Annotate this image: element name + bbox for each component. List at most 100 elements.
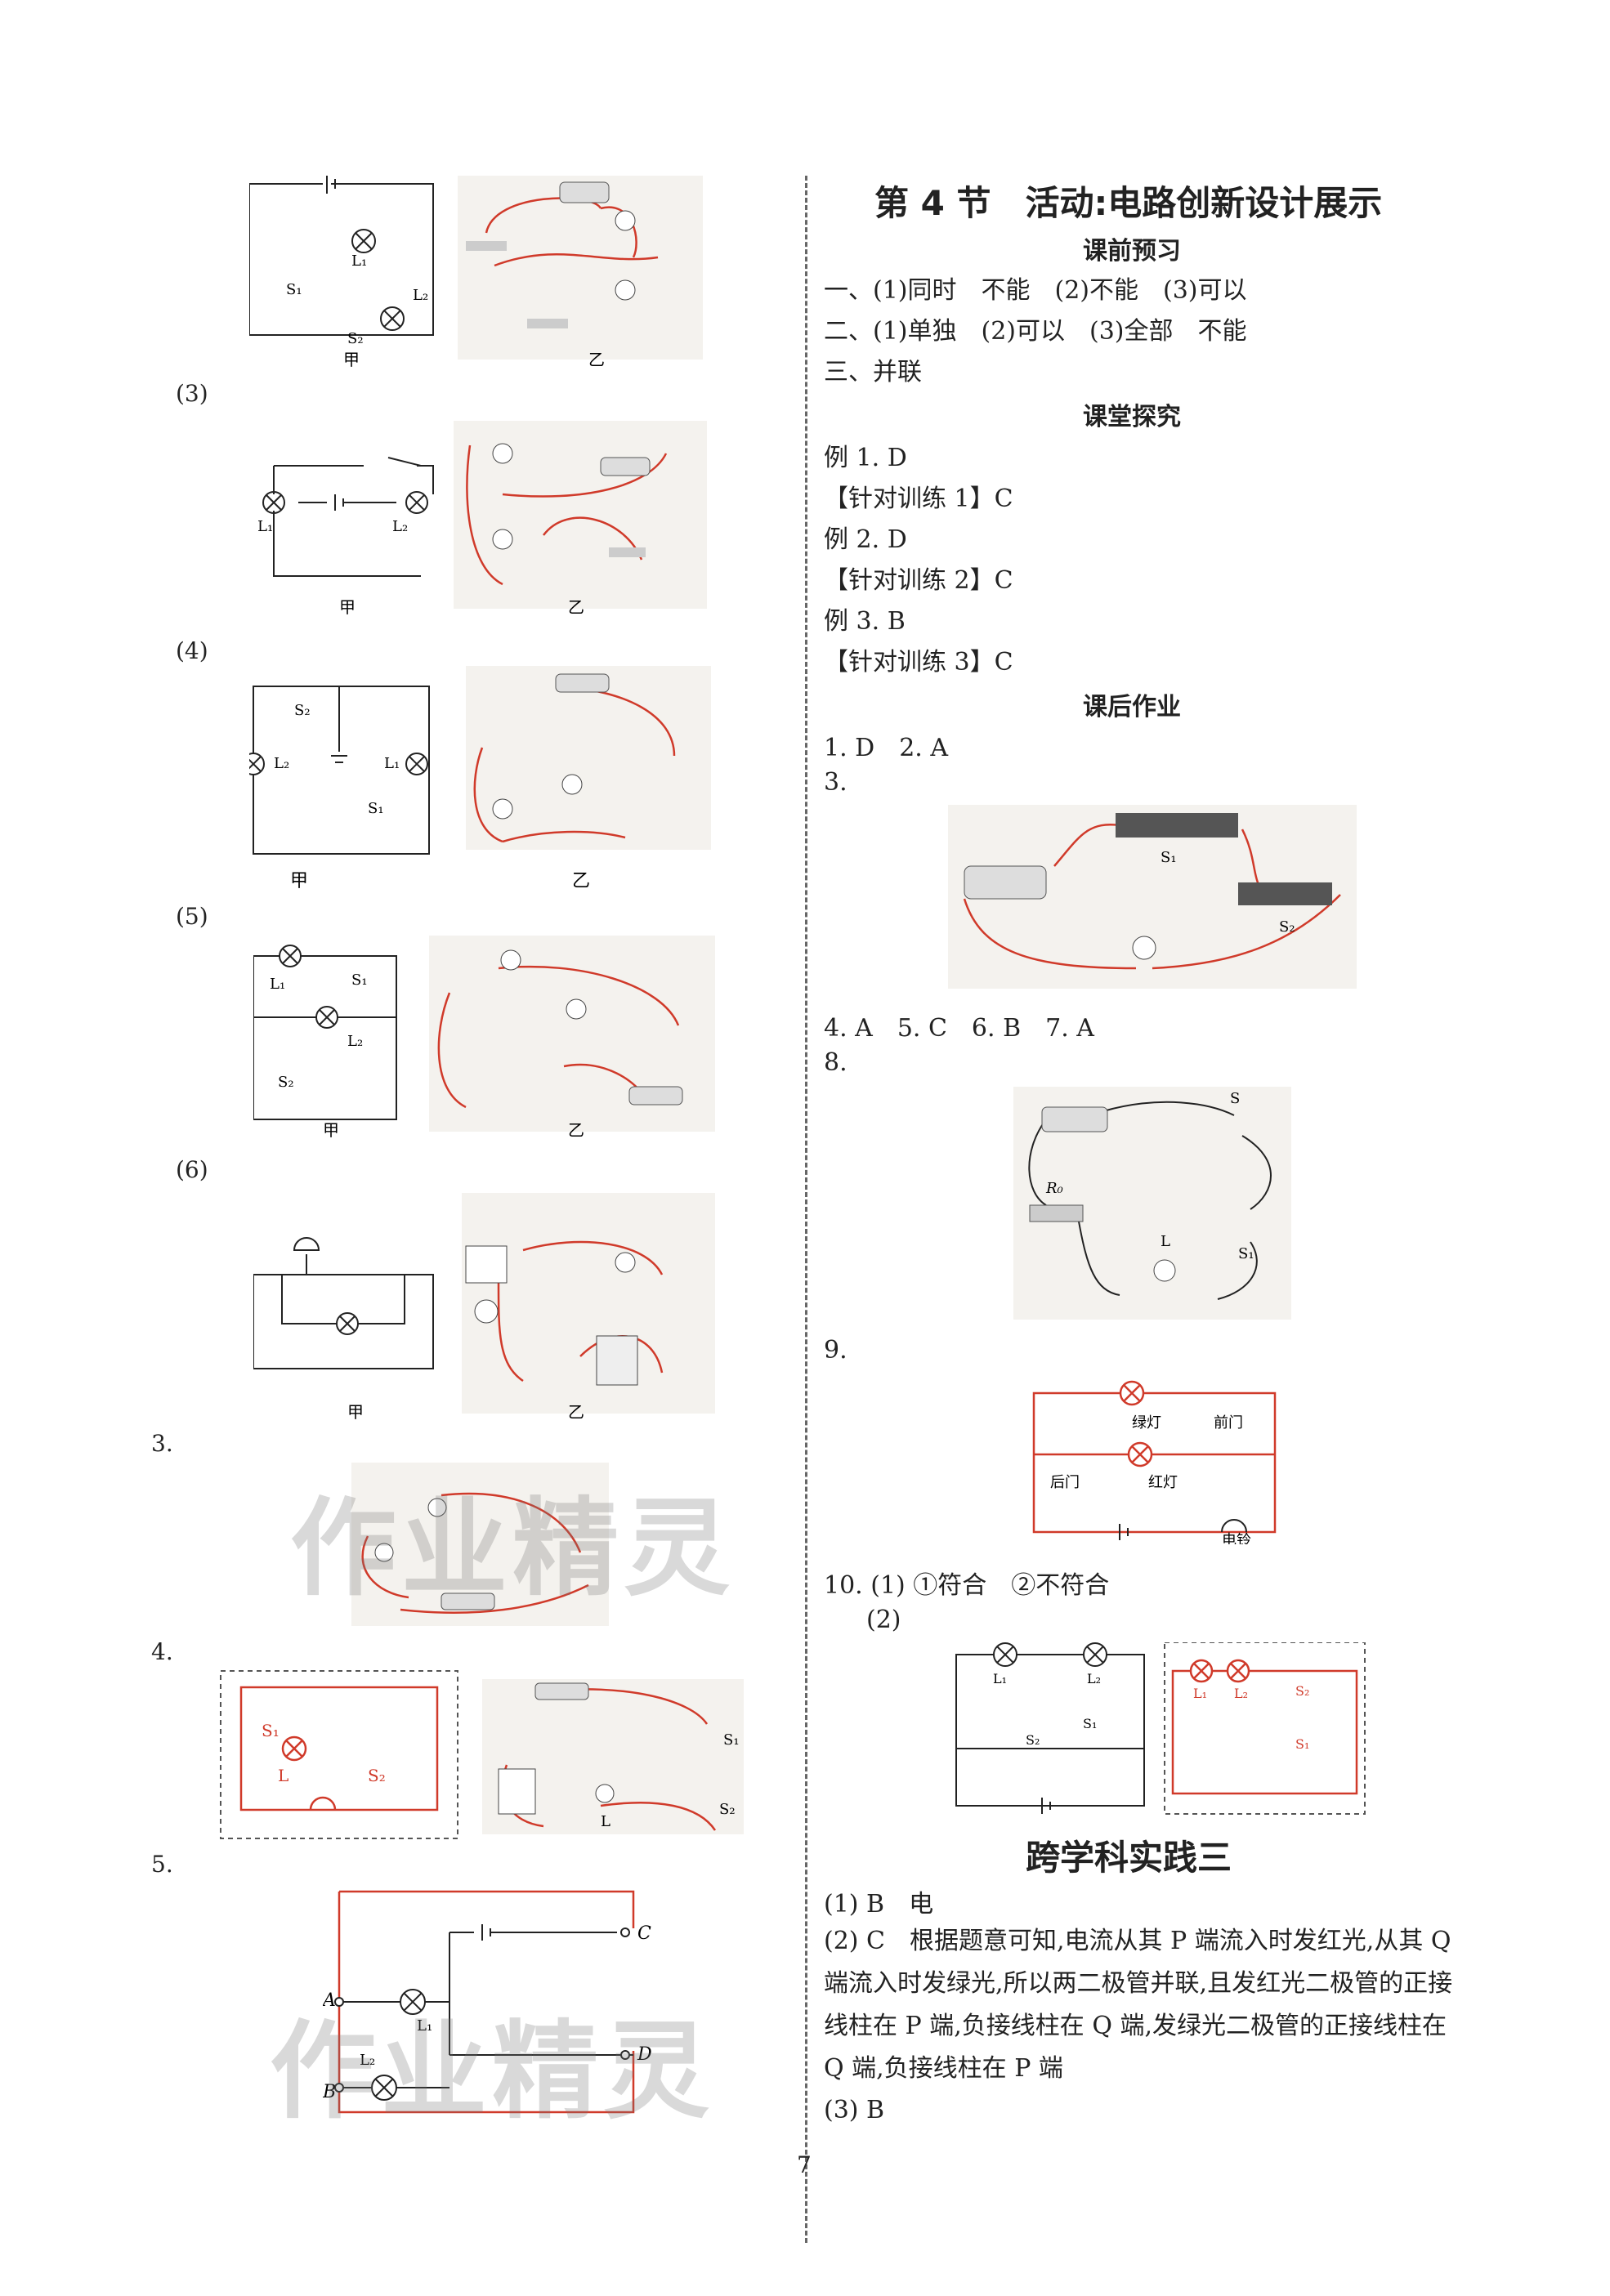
homework-line-2: 4. A 5. C 6. B 7. A <box>824 1014 1094 1043</box>
label-red-light: 红灯 <box>1148 1474 1178 1491</box>
svg-text:乙: 乙 <box>568 1120 584 1140</box>
svg-text:乙: 乙 <box>572 871 590 891</box>
item-label-n5: 5. <box>151 1851 173 1878</box>
svg-text:S₁: S₁ <box>351 972 368 989</box>
heading-homework: 课后作业 <box>1083 693 1181 721</box>
svg-text:甲: 甲 <box>339 597 356 617</box>
terminal-a: A <box>323 1990 336 2011</box>
svg-text:S₂: S₂ <box>719 1801 736 1818</box>
label-r0: R₀ <box>1045 1180 1063 1197</box>
svg-text:L₂: L₂ <box>1234 1686 1248 1701</box>
explore-line: 例 2. D <box>824 525 907 554</box>
label-back-door: 后门 <box>1050 1474 1080 1491</box>
svg-text:S₂: S₂ <box>1295 1683 1309 1699</box>
svg-text:S₂: S₂ <box>368 1766 386 1785</box>
svg-text:S₁: S₁ <box>368 800 384 817</box>
item-label-3: (3) <box>176 380 208 407</box>
svg-text:C: C <box>637 1923 651 1944</box>
watermark-bottom: 作业精灵 <box>270 2009 715 2133</box>
figure-3-circuit: L₁ L₂ 甲 乙 <box>257 421 707 617</box>
figure-homework-8: R₀ S S₁ L <box>1013 1087 1291 1320</box>
svg-text:L₂: L₂ <box>274 755 289 772</box>
svg-text:S₂: S₂ <box>294 702 311 719</box>
preview-line: 三、并联 <box>824 358 922 386</box>
svg-text:S₁: S₁ <box>1161 849 1177 866</box>
svg-text:L: L <box>1161 1233 1170 1250</box>
svg-text:D: D <box>637 2044 652 2065</box>
homework-q9: 9. <box>824 1336 847 1365</box>
practice-a2: (2) C 根据题意可知,电流从其 P 端流入时发红光,从其 Q 端流入时发绿光… <box>824 1927 1453 2083</box>
watermark-top: 作业精灵 <box>290 1486 736 1610</box>
svg-text:L₂: L₂ <box>1087 1671 1101 1686</box>
practice-a1: (1) B 电 <box>824 1890 934 1919</box>
figure-5-circuit: L₁ S₁ L₂ S₂ 甲 乙 <box>253 936 715 1140</box>
svg-text:甲: 甲 <box>290 871 308 891</box>
preview-line: 一、(1)同时 不能 (2)不能 (3)可以 <box>824 276 1247 305</box>
explore-line: 【针对训练 3】C <box>824 648 1013 677</box>
practice-a3: (3) B <box>824 2096 885 2124</box>
svg-text:L₁: L₁ <box>417 2017 432 2035</box>
svg-text:S₁: S₁ <box>1083 1716 1097 1731</box>
svg-text:L₁: L₁ <box>993 1671 1007 1686</box>
page-number: 7 <box>797 2151 812 2178</box>
label-green-light: 绿灯 <box>1132 1414 1161 1432</box>
svg-text:S₁: S₁ <box>723 1731 740 1749</box>
heading-preview: 课前预习 <box>1083 237 1181 266</box>
svg-text:L₂: L₂ <box>360 2052 375 2069</box>
svg-text:B: B <box>323 2082 336 2102</box>
figure-homework-3: S₁ S₂ <box>948 805 1357 989</box>
svg-text:L₁: L₁ <box>384 755 400 772</box>
svg-text:乙: 乙 <box>588 350 605 369</box>
homework-line-1: 1. D 2. A <box>824 734 949 762</box>
svg-text:S₂: S₂ <box>278 1074 294 1091</box>
figure-4-circuit: S₂ L₂ L₁ S₁ 甲 乙 <box>249 666 711 891</box>
explore-line: 【针对训练 2】C <box>824 566 1013 595</box>
label-l1: L₁ <box>351 252 367 270</box>
figure-top-circuit: L₁ S₁ S₂ L₂ 甲 乙 <box>249 176 703 369</box>
item-label-6: (6) <box>176 1156 208 1183</box>
homework-q3: 3. <box>824 768 847 797</box>
label-front-door: 前门 <box>1214 1414 1243 1432</box>
tag-jia: 甲 <box>343 350 360 369</box>
svg-text:L₁: L₁ <box>270 976 285 993</box>
svg-text:S₁: S₁ <box>1295 1736 1309 1752</box>
svg-text:L₂: L₂ <box>347 1033 363 1050</box>
item-label-4: (4) <box>176 637 208 664</box>
figure-q5-circuit: A B C D L₁ L₂ <box>323 1890 652 2114</box>
svg-text:L₂: L₂ <box>413 287 428 304</box>
svg-text:S₁: S₁ <box>1238 1245 1254 1262</box>
explore-line: 【针对训练 1】C <box>824 485 1013 513</box>
homework-q10b: (2) <box>866 1606 901 1634</box>
figure-homework-9: 绿灯 前门 后门 红灯 电铃 <box>1032 1380 1277 1544</box>
svg-text:乙: 乙 <box>568 1402 584 1422</box>
item-label-n3: 3. <box>151 1430 173 1457</box>
heading-explore: 课堂探究 <box>1083 403 1181 431</box>
svg-text:甲: 甲 <box>323 1120 339 1140</box>
svg-text:L: L <box>601 1813 610 1830</box>
svg-text:L₂: L₂ <box>392 518 408 535</box>
figure-6-circuit: 甲 乙 <box>253 1193 715 1422</box>
svg-text:L₁: L₁ <box>257 518 273 535</box>
svg-text:S₂: S₂ <box>347 330 364 347</box>
explore-line: 例 3. B <box>824 607 906 636</box>
item-label-5: (5) <box>176 903 208 930</box>
figure-homework-10: L₁ L₂ S₁ S₂ L₁ L₂ S₂ S₁ <box>955 1642 1366 1815</box>
svg-text:乙: 乙 <box>568 597 584 617</box>
svg-text:S₁: S₁ <box>286 281 302 298</box>
explore-line: 例 1. D <box>824 444 907 472</box>
svg-text:甲: 甲 <box>347 1402 364 1422</box>
preview-line: 二、(1)单独 (2)可以 (3)全部 不能 <box>824 317 1247 346</box>
item-label-n4: 4. <box>151 1638 173 1665</box>
svg-text:S: S <box>1230 1090 1240 1107</box>
homework-q8: 8. <box>824 1048 847 1077</box>
column-divider <box>805 176 807 2243</box>
figure-q3-wiring <box>361 1492 589 1614</box>
label-bell: 电铃 <box>1222 1532 1251 1544</box>
figure-q4-circuit: S₁ L S₂ S₁ S₂ L <box>220 1670 744 1839</box>
practice-title: 跨学科实践三 <box>1026 1838 1232 1878</box>
svg-text:L: L <box>278 1766 288 1785</box>
section-title: 第 4 节 活动:电路创新设计展示 <box>874 183 1383 223</box>
svg-text:S₂: S₂ <box>1279 918 1295 936</box>
svg-text:L₁: L₁ <box>1193 1686 1207 1701</box>
svg-text:S₁: S₁ <box>262 1721 280 1740</box>
